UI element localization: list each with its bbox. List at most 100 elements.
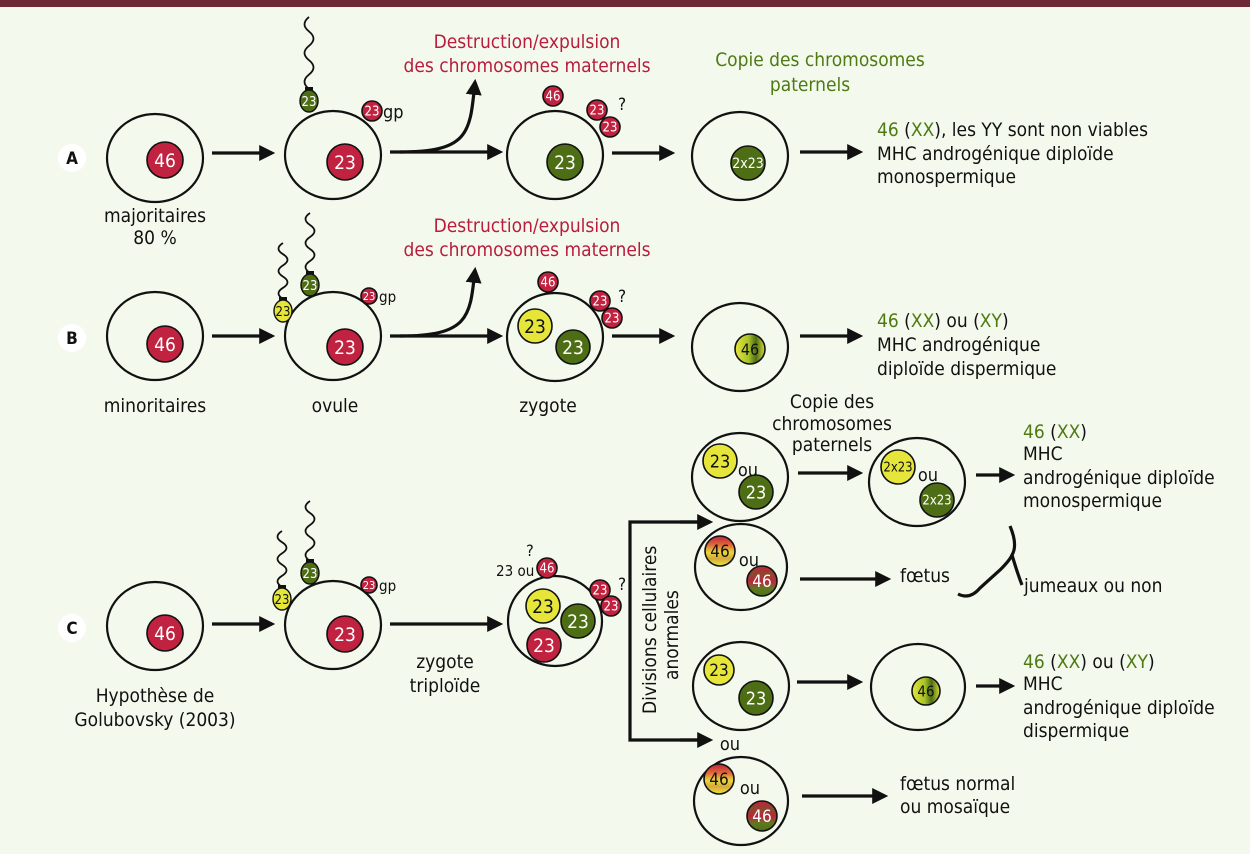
nucleus-circle: [536, 557, 558, 579]
chromosome-count: 23: [709, 661, 728, 681]
chromosome-count: 23: [605, 312, 620, 327]
nucleus-circle: [919, 482, 955, 518]
result-part: (: [899, 119, 911, 141]
destruction-label: des chromosomes maternels: [403, 55, 650, 77]
chromosome-count: 23: [524, 316, 546, 338]
chromosome-count: 23: [334, 152, 356, 174]
caption: triploïde: [410, 675, 481, 697]
cell-oocyte: [105, 112, 205, 204]
result-description: fœtus: [900, 565, 950, 587]
nucleus: 23: [326, 328, 364, 366]
nucleus: 46: [146, 325, 184, 363]
sperm: 23: [300, 500, 320, 585]
nucleus-circle: [526, 627, 562, 663]
polar-body-label: gp: [379, 288, 396, 306]
expulsion-arrow: [399, 266, 482, 338]
sperm-tail: [276, 530, 288, 588]
cell-zygote: [505, 109, 605, 201]
result-description: fœtus normal: [900, 773, 1015, 795]
result-description: monospermique: [1023, 490, 1162, 512]
caption: ovule: [312, 395, 359, 417]
cell-ovule: [283, 579, 383, 671]
row-label: B: [66, 329, 78, 349]
copy-label: paternels: [770, 74, 850, 96]
nucleus: 23: [738, 680, 774, 716]
or-label: ou: [739, 550, 759, 571]
chromosome-count: 23: [334, 624, 356, 646]
result-karyotype: 46 (XX) ou (XY): [1023, 651, 1155, 673]
result-part: ): [1080, 421, 1087, 443]
nucleus: 23: [326, 143, 364, 181]
row-label-badge: [58, 614, 86, 642]
nucleus-circle: [326, 328, 364, 366]
chromosome-count: 46: [154, 334, 176, 356]
nucleus: 46: [703, 763, 735, 795]
nucleus-circle: [360, 287, 378, 305]
result-part: (: [1045, 421, 1057, 443]
result-description: ou mosaïque: [900, 796, 1010, 818]
expelled-chromosomes: 23: [600, 595, 622, 617]
result-description: MHC: [1023, 673, 1063, 695]
copy-label: chromosomes: [772, 413, 892, 435]
sperm: 23: [273, 242, 293, 323]
sperm-tail: [277, 242, 289, 300]
polar-body: 23: [360, 287, 378, 305]
row-label-badge: [58, 324, 86, 352]
nucleus-circle: [601, 307, 623, 329]
cell-diploid-choice: [867, 436, 967, 528]
result-part: XX: [911, 310, 935, 332]
result-part: 46: [877, 310, 899, 332]
cell-ovule: [283, 290, 383, 382]
nucleus: 23: [517, 308, 553, 344]
sperm-tail: [304, 212, 316, 274]
result-part: (: [973, 310, 980, 332]
chromosome-count: 23: [533, 635, 555, 657]
chromosome-count: 46: [752, 572, 771, 592]
cell-zygote: [505, 291, 605, 383]
caption: majoritaires: [104, 205, 206, 227]
chromosome-count: 46: [741, 340, 759, 359]
result-part: YY: [980, 119, 1002, 141]
question-mark: ?: [618, 95, 626, 115]
chromosome-count: 23: [303, 567, 318, 582]
nucleus-circle: [360, 576, 378, 594]
nucleus-circle: [326, 615, 364, 653]
chromosome-count: 46: [541, 276, 556, 291]
row-label-badge: [58, 144, 86, 172]
nucleus: 23: [560, 603, 596, 639]
result-part: ou: [1087, 651, 1119, 673]
nucleus-circle: [555, 329, 591, 365]
chromosome-count: 23: [363, 290, 376, 303]
result-part: 46: [1023, 651, 1045, 673]
caption: zygote: [519, 395, 577, 417]
nucleus: 46: [746, 565, 778, 597]
nucleus: 2x23: [919, 482, 955, 518]
chromosome-count: 23: [746, 688, 767, 709]
nucleus: 46: [911, 676, 941, 706]
sperm-tail: [304, 500, 316, 562]
result-karyotype: 46 (XX) ou (XY): [877, 310, 1009, 332]
twins-brace: [957, 525, 1017, 598]
nucleus-circle: [517, 308, 553, 344]
cell-haploid-pair: [691, 640, 791, 732]
expelled-chromosomes: 23: [589, 579, 611, 601]
nucleus: 23: [525, 588, 561, 624]
chromosome-count: 46: [709, 770, 728, 790]
caption: minoritaires: [104, 395, 207, 417]
nucleus-circle: [146, 141, 184, 179]
chromosome-count: 23: [275, 593, 290, 608]
result-part: XX: [911, 119, 935, 141]
polar-body-label: gp: [379, 577, 396, 595]
nucleus: 2x23: [880, 449, 916, 485]
or-label: ou: [740, 778, 760, 799]
result-description: MHC androgénique: [877, 334, 1040, 356]
polar-body-label: gp: [383, 102, 404, 123]
chromosome-count: 23: [590, 104, 605, 119]
result-part: sont non viables: [1002, 119, 1148, 141]
nucleus: 23: [526, 627, 562, 663]
result-part: 46: [1023, 421, 1045, 443]
sperm-head: [299, 89, 319, 113]
or-label: ou: [720, 734, 740, 755]
expelled-chromosomes: 23: [599, 116, 621, 138]
